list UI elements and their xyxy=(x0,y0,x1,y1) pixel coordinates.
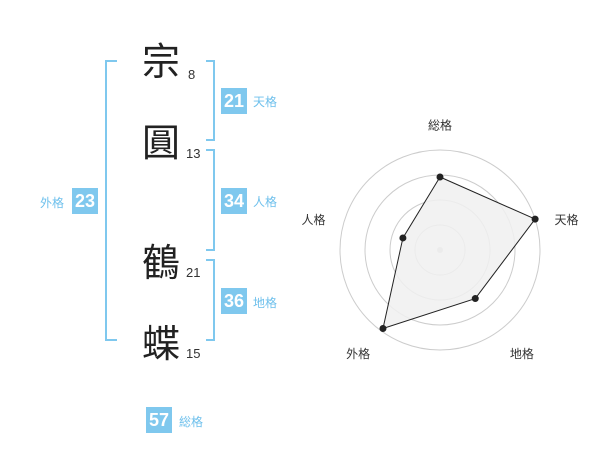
character-2: 圓 xyxy=(142,121,181,165)
gaikaku-bracket xyxy=(105,60,117,341)
radar-axis-label-3: 地格 xyxy=(510,346,534,361)
character-4-strokes: 15 xyxy=(186,346,201,361)
character-2-strokes: 13 xyxy=(186,146,201,161)
jinkaku-label: 人格 xyxy=(253,195,278,209)
radar-value-polygon xyxy=(382,176,536,330)
chikaku-bracket xyxy=(206,259,215,341)
tenkaku-bracket xyxy=(206,60,215,141)
radar-point-4 xyxy=(379,324,387,332)
radar-point-2 xyxy=(531,215,539,223)
chikaku-value: 36 xyxy=(221,288,247,314)
radar-point-3 xyxy=(471,295,479,303)
radar-point-5 xyxy=(399,234,407,242)
tenkaku-label: 天格 xyxy=(253,95,278,109)
radar-axis-label-1: 総格 xyxy=(428,118,452,133)
chikaku-label: 地格 xyxy=(253,296,278,310)
character-4: 蝶 xyxy=(142,322,181,366)
radar-axis-label-5: 人格 xyxy=(301,212,325,227)
character-3: 鶴 xyxy=(142,241,181,285)
character-1-strokes: 8 xyxy=(188,67,196,82)
radar-axis-label-2: 天格 xyxy=(555,212,579,227)
gaikaku-value: 23 xyxy=(72,188,98,214)
tenkaku-value: 21 xyxy=(221,88,247,114)
jinkaku-bracket xyxy=(206,149,215,251)
character-3-strokes: 21 xyxy=(186,265,201,280)
radar-ring-4 xyxy=(339,149,541,351)
radar-point-1 xyxy=(436,173,444,181)
soukaku-value: 57 xyxy=(146,407,172,433)
radar-axis-label-4: 外格 xyxy=(346,346,370,361)
gaikaku-label: 外格 xyxy=(40,196,65,210)
jinkaku-value: 34 xyxy=(221,188,247,214)
character-1: 宗 xyxy=(142,40,181,84)
soukaku-label: 総格 xyxy=(179,415,204,429)
